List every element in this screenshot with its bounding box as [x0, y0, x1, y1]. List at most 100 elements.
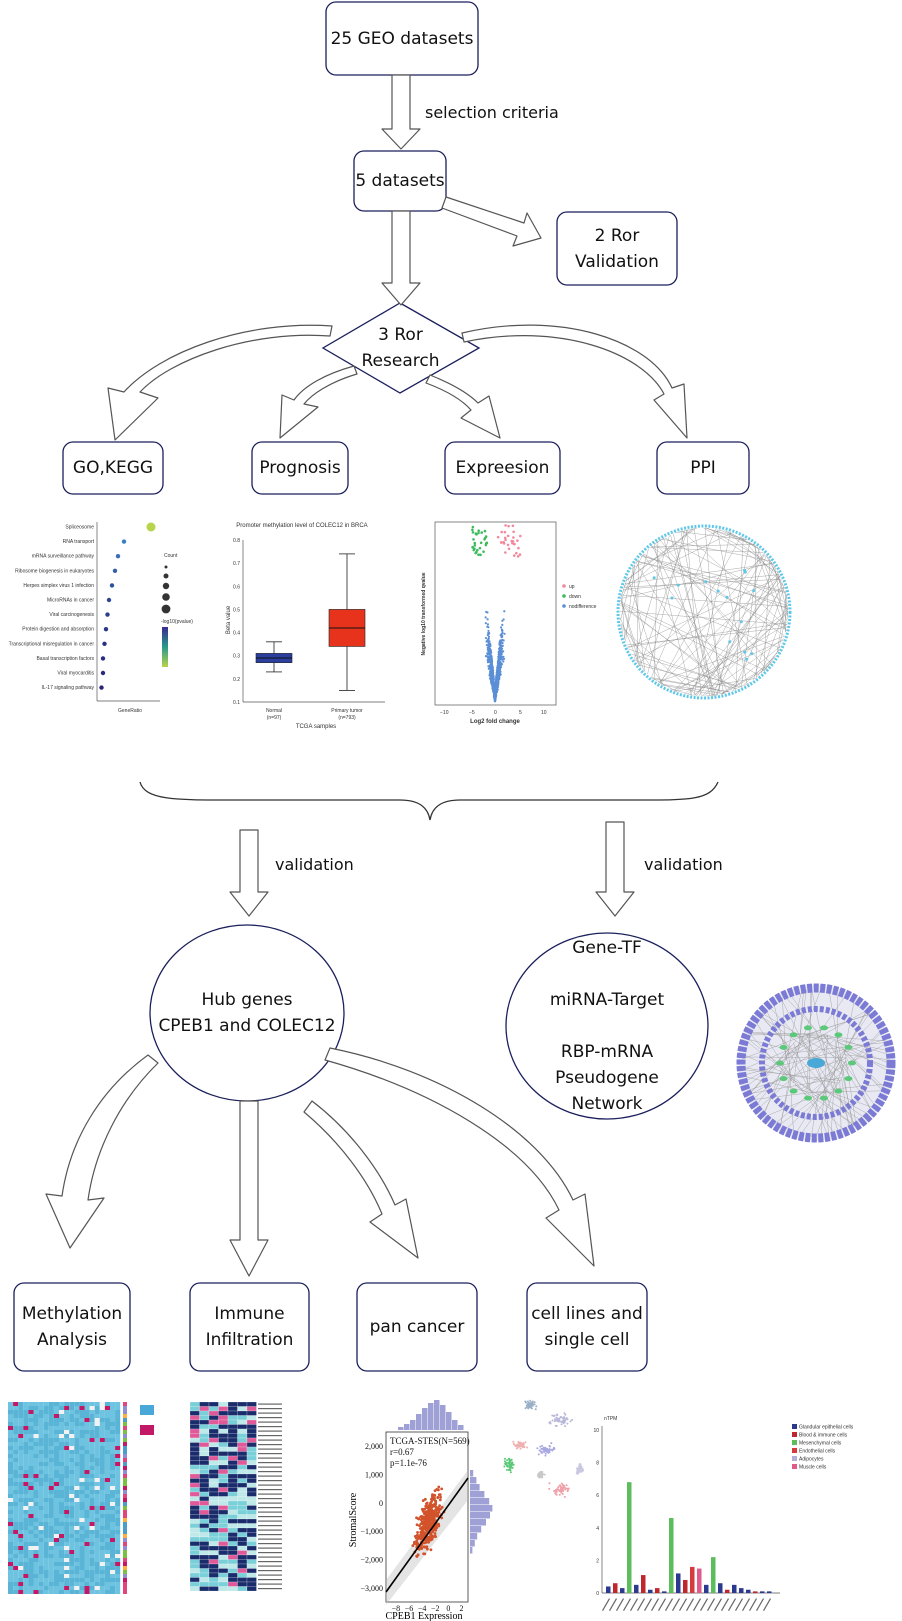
heat1-cell	[104, 1470, 110, 1474]
heat1-cell	[59, 1542, 65, 1546]
volcano-point	[484, 616, 487, 619]
scatter-annotation: r=0.67	[390, 1447, 414, 1457]
heat2-cell	[199, 1581, 210, 1587]
heat1-cell	[99, 1430, 105, 1434]
heat1-cell	[94, 1506, 100, 1510]
heat2-row-label	[258, 1529, 282, 1531]
heat1-cell	[79, 1478, 85, 1482]
ppi-edge	[763, 559, 771, 671]
reg-edge	[815, 1012, 871, 1094]
heat1-cell	[28, 1418, 34, 1422]
heat1-cell	[13, 1414, 19, 1418]
heat1-cell	[74, 1402, 80, 1406]
heat1-cell	[69, 1426, 75, 1430]
heat1-cell	[104, 1590, 110, 1594]
heat1-cell	[84, 1494, 90, 1498]
heat2-cell	[189, 1577, 200, 1583]
volcano-point-up	[516, 555, 520, 558]
heat1-cell	[89, 1430, 95, 1434]
heat1-cell	[104, 1466, 110, 1470]
heat1-cell	[94, 1482, 100, 1486]
heat2-cell	[218, 1473, 229, 1479]
volcano-point-up	[511, 524, 515, 528]
scatter-point	[421, 1526, 425, 1529]
heat1-cell	[64, 1550, 70, 1554]
heat1-cell	[38, 1506, 44, 1510]
heat1-side-cell	[123, 1518, 127, 1522]
bar	[767, 1591, 772, 1593]
heat1-cell	[69, 1582, 75, 1586]
bar-xlabel	[727, 1598, 737, 1611]
heat1-cell	[89, 1518, 95, 1522]
umap-point	[549, 1422, 552, 1425]
regulatory-network-figure	[736, 983, 896, 1143]
label-ppi: PPI	[690, 458, 716, 478]
heat1-cell	[110, 1534, 116, 1538]
heat1-cell	[48, 1518, 54, 1522]
scatter-hist-top-bar	[458, 1425, 464, 1430]
heat1-side-cell	[123, 1502, 127, 1506]
heat1-cell	[74, 1482, 80, 1486]
heat1-cell	[53, 1482, 59, 1486]
scatter-point	[438, 1507, 442, 1511]
heat1-cell	[94, 1550, 100, 1554]
heat1-cell	[53, 1462, 59, 1466]
bar-xlabel	[671, 1598, 681, 1611]
node-cell-lines	[526, 1282, 648, 1372]
bar	[648, 1589, 653, 1593]
bar	[704, 1584, 709, 1593]
umap-point	[519, 1447, 522, 1450]
heat1-cell	[28, 1542, 34, 1546]
umap-point	[516, 1443, 519, 1446]
heat1-cell	[94, 1414, 100, 1418]
heat1-cell	[13, 1538, 19, 1542]
heat1-cell	[8, 1506, 14, 1510]
heat1-cell	[84, 1498, 90, 1502]
umap-point	[518, 1441, 521, 1444]
scatter-hist-right-bar	[470, 1526, 482, 1533]
volcano-legend-dot	[562, 604, 566, 608]
heat1-cell	[59, 1438, 65, 1442]
umap-point	[528, 1404, 531, 1407]
volcano-point-up	[506, 543, 510, 547]
umap-point	[540, 1474, 543, 1477]
heat1-cell	[89, 1534, 95, 1538]
heat1-cell	[74, 1414, 80, 1418]
heat2-cell	[227, 1406, 238, 1412]
heat1-cell	[115, 1446, 121, 1450]
volcano-point-up	[516, 539, 519, 542]
heat1-cell	[104, 1562, 110, 1566]
ppi-edge	[740, 536, 784, 586]
scatter-ytick: 0	[379, 1499, 383, 1508]
heat1-cell	[38, 1426, 44, 1430]
bar	[655, 1588, 660, 1593]
heat1-cell	[48, 1522, 54, 1526]
heat1-cell	[64, 1542, 70, 1546]
umap-point	[548, 1482, 551, 1485]
heat1-cell	[104, 1526, 110, 1530]
heat1-cell	[8, 1454, 14, 1458]
heat1-cell	[43, 1458, 49, 1462]
heat2-cell	[227, 1500, 238, 1506]
heat2-cell	[218, 1545, 229, 1551]
umap-point	[556, 1419, 559, 1422]
heat1-cell	[79, 1410, 85, 1414]
heat2-cell	[189, 1496, 200, 1502]
volcano-point	[501, 619, 504, 622]
heat1-cell	[84, 1410, 90, 1414]
heat1-cell	[18, 1478, 24, 1482]
umap-point	[564, 1419, 567, 1422]
heat1-cell	[84, 1586, 90, 1590]
heat2-row-label	[258, 1435, 282, 1437]
heat1-cell	[64, 1498, 70, 1502]
heat2-cell	[237, 1554, 248, 1560]
label-prognosis: Prognosis	[259, 458, 341, 478]
heat1-cell	[69, 1470, 75, 1474]
heat1-cell	[28, 1578, 34, 1582]
umap-point	[556, 1488, 559, 1491]
heat1-side-cell	[123, 1590, 127, 1594]
heat1-cell	[33, 1422, 39, 1426]
reg-edge	[773, 1002, 793, 1081]
heat2-cell	[199, 1401, 210, 1407]
heat1-cell	[69, 1438, 75, 1442]
